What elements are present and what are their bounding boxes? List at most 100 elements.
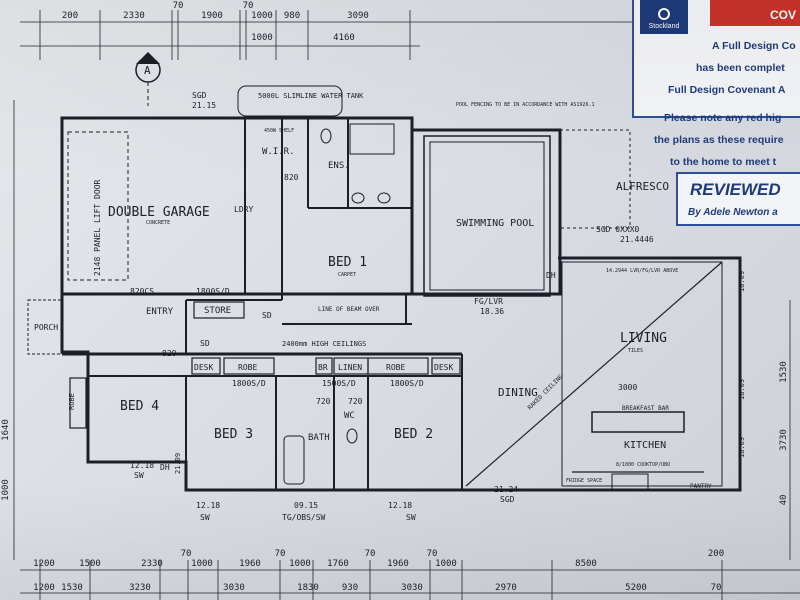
dim-top-3: 1900: [201, 11, 223, 21]
dim-bot2-2: 3230: [129, 583, 151, 593]
door-1800sd-1: 1800S/D: [196, 287, 230, 296]
sgd-top-value: 21.15: [192, 101, 216, 110]
brand-name: Stockland: [648, 23, 680, 30]
dim-bot-4: 1000: [191, 559, 213, 569]
dim-bot2-8: 5200: [625, 583, 647, 593]
stamp-title: REVIEWED: [690, 180, 781, 199]
fridge-label: FRIDGE SPACE: [566, 478, 602, 484]
sgd-alfresco-label: SGD 0XXX0: [596, 225, 640, 234]
room-bed4: BED 4: [120, 399, 159, 414]
notice-line-2: has been complet: [696, 62, 785, 74]
robe-bed2: ROBE: [386, 363, 405, 372]
room-store: STORE: [204, 306, 231, 316]
sw-c: SW: [134, 471, 144, 480]
fg-lvr-label: FG/LVR: [474, 297, 503, 306]
dh-a: DH: [160, 463, 170, 472]
room-double-garage: DOUBLE GARAGE: [108, 205, 210, 220]
sw-b: SW: [406, 513, 416, 522]
reviewed-stamp: REVIEWED By Adele Newton a: [676, 172, 800, 226]
dim-bot-2: 2330: [141, 559, 163, 569]
dim-top-1: 2330: [123, 11, 145, 21]
room-ens: ENS.: [328, 161, 350, 171]
dim-top-6: 980: [284, 11, 300, 21]
dim-bot2-7: 2970: [495, 583, 517, 593]
room-entry: ENTRY: [146, 307, 174, 317]
door-1500sd: 1500S/D: [322, 379, 356, 388]
dim-bot-7: 1000: [289, 559, 311, 569]
bottom-value: 21.24: [494, 485, 518, 494]
dim-2109: 21.09: [174, 453, 182, 474]
room-dining: DINING: [498, 386, 538, 399]
cooktop-label: 8/1000 COOKTOP/UBO: [616, 462, 670, 468]
door-1800sd-2: 1800S/D: [232, 379, 266, 388]
room-kitchen: KITCHEN: [624, 440, 666, 451]
sgd-bottom-label: SGD: [500, 495, 515, 504]
dim-bot2-5: 930: [342, 583, 358, 593]
sd-a: SD: [262, 311, 272, 320]
room-porch: PORCH: [34, 323, 58, 332]
robe-bed3: ROBE: [238, 363, 257, 372]
sgd-top-label: SGD: [192, 91, 207, 100]
shelf-label: 450W SHELF: [264, 128, 294, 134]
dim-bot2-9: 70: [711, 583, 722, 593]
dim-left-1: 1000: [1, 479, 11, 501]
room-ldry: LDRY: [234, 205, 253, 214]
brand-mark-icon: [658, 8, 670, 20]
brand-logo: Stockland: [640, 0, 688, 34]
room-bath: BATH: [308, 433, 330, 443]
notice-line-1: A Full Design Co: [712, 40, 796, 52]
dim-bot2-0: 1200: [33, 583, 55, 593]
dim-top-0: 200: [62, 11, 78, 21]
room-bed3: BED 3: [214, 427, 253, 442]
dim-bot-6: 70: [275, 549, 286, 559]
desk-bed2: DESK: [434, 363, 453, 372]
room-bed2: BED 2: [394, 427, 433, 442]
door-720-2: 720: [348, 397, 363, 406]
dim-bot-0: 1200: [33, 559, 55, 569]
room-wir: W.I.R.: [262, 147, 295, 157]
notice-line-5: the plans as these require: [654, 134, 784, 146]
sill-0915: 09.15: [294, 501, 318, 510]
sw-a: SW: [200, 513, 210, 522]
dim-right-2: 40: [779, 495, 789, 506]
dim-right-0: 1530: [779, 361, 789, 383]
robe-bed4: ROBE: [68, 393, 76, 410]
breakfast-bar-label: BREAKFAST BAR: [622, 405, 669, 412]
sgd-alfresco-value: 21.4446: [620, 235, 654, 244]
door-820-entry: 820: [162, 349, 177, 358]
dim-3000: 3000: [618, 383, 637, 392]
dim-bot2-6: 3030: [401, 583, 423, 593]
room-alfresco: ALFRESCO: [616, 180, 669, 193]
fg-lvr-value: 18.36: [480, 307, 504, 316]
dim-right-1: 3730: [779, 429, 789, 451]
linen-label: LINEN: [338, 363, 362, 372]
stamp-reviewer: By Adele Newton a: [688, 207, 778, 218]
dim-bot-5: 1960: [239, 559, 261, 569]
dim-1809-a: 18.09: [738, 271, 746, 292]
dim-bot-10: 1960: [387, 559, 409, 569]
dim-top-4: 70: [243, 1, 254, 11]
dim-left-0: 1640: [1, 419, 11, 441]
beam-note: LINE OF BEAM OVER: [318, 306, 380, 313]
notice-line-3: Full Design Covenant A: [668, 84, 786, 96]
ceiling-note: 2400mm HIGH CEILINGS: [282, 340, 366, 348]
section-marker-a: A: [144, 64, 151, 77]
sill-1218-a: 12.18: [196, 501, 220, 510]
dim-top-9: 4160: [333, 33, 355, 43]
desk-bed3: DESK: [194, 363, 213, 372]
dim-bot-12: 1000: [435, 559, 457, 569]
pool-fence-note: POOL FENCING TO BE IN ACCORDANCE WITH AS…: [456, 102, 594, 108]
garage-finish: CONCRETE: [146, 220, 170, 226]
door-720-1: 720: [316, 397, 331, 406]
dim-bot-3: 70: [181, 549, 192, 559]
bed1-finish: CARPET: [338, 272, 356, 278]
door-820cs: 820CS: [130, 287, 154, 296]
door-820-bed1: 820: [284, 173, 299, 182]
dim-bot-9: 70: [365, 549, 376, 559]
br-label: BR: [318, 363, 328, 372]
dim-bot-14: 200: [708, 549, 724, 559]
dim-top-8: 1000: [251, 33, 273, 43]
lvr-above-label: 14.2944 LVR/FG/LVR ABOVE: [606, 268, 678, 274]
